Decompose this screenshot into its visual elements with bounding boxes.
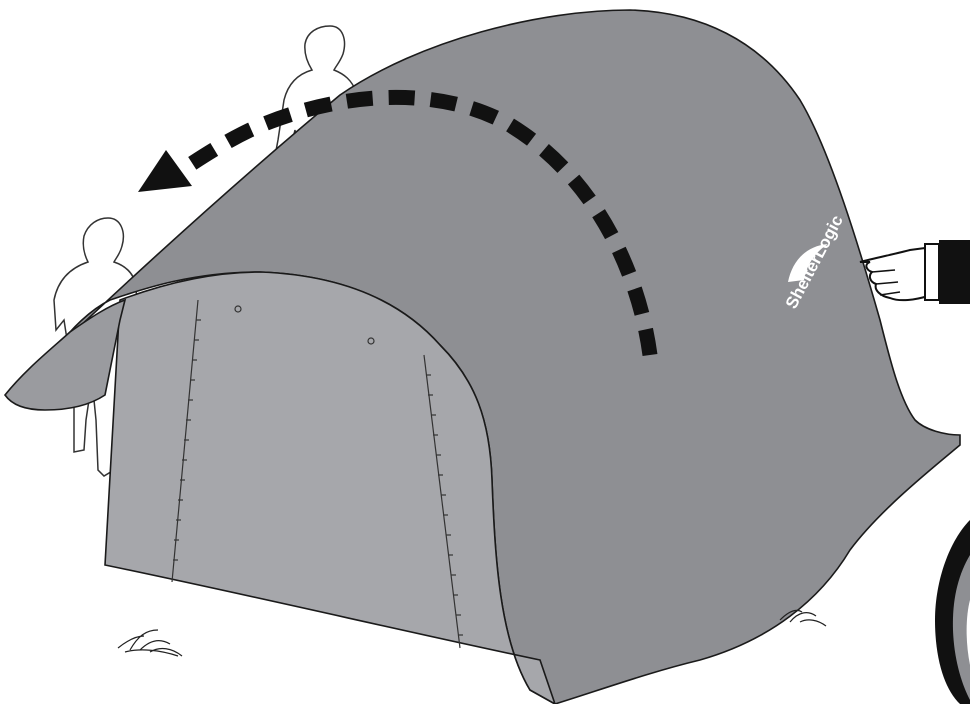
cable-reel-icon: [935, 520, 970, 704]
grass-tuft-icon: [118, 630, 182, 656]
pointing-hand-icon: [860, 240, 970, 304]
